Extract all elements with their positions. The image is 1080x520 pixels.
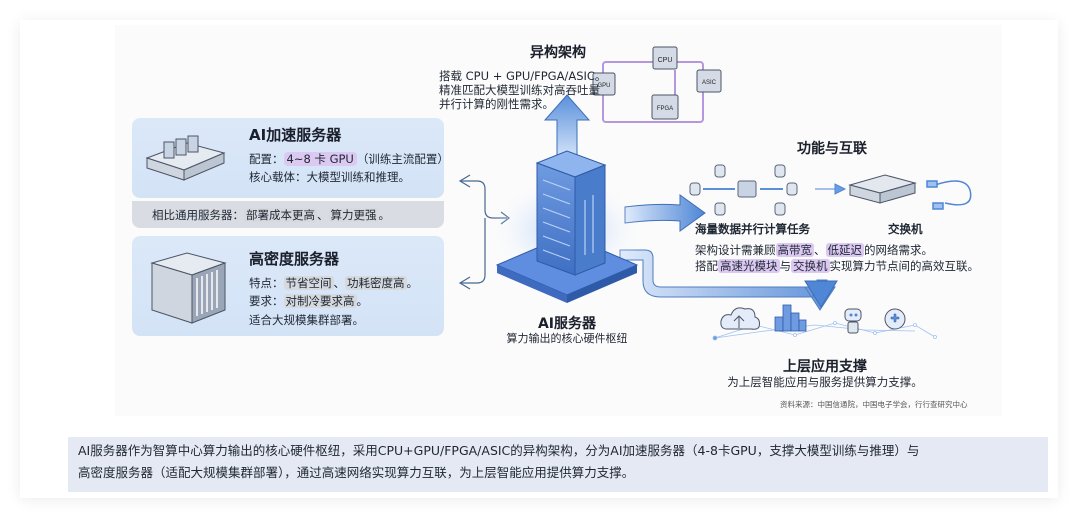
ai-server-diagram: CPU GPU ASIC FPGA <box>115 25 1002 416</box>
compare-label: 相比通用服务器： <box>152 208 244 222</box>
apps-title: 上层应用支撑 <box>783 359 867 375</box>
apps-subtitle: 为上层智能应用与服务提供算力支撑。 <box>727 375 923 389</box>
hetero-title: 异构架构 <box>530 45 586 61</box>
compare-sep: 、 <box>317 208 329 222</box>
ai-accel-carrier: 核心载体：大模型训练和推理。 <box>249 169 410 185</box>
switch-label: 交换机 <box>888 222 923 236</box>
line2-mid: 与 <box>779 259 792 273</box>
hetero-desc-line: 搭载 CPU + GPU/FPGA/ASIC。 <box>439 69 607 83</box>
line1-post: 的网络需求。 <box>864 243 933 257</box>
caption-line: 高密度服务器（适配大规模集群部署），通过高速网络实现算力互联，为上层智能应用提供… <box>78 465 635 480</box>
network-switch-icon <box>848 174 917 204</box>
gpu-server-icon <box>145 135 226 181</box>
chip-fpga-label: FPGA <box>657 106 673 112</box>
chip-cpu-label: CPU <box>658 57 673 64</box>
medical-plus-icon <box>884 308 906 330</box>
config-note: （训练主流配置） <box>356 152 449 166</box>
high-density-fit: 适合大规模集群部署。 <box>249 313 364 327</box>
line1-sep: 、 <box>814 243 826 257</box>
config-label: 配置： <box>249 152 284 166</box>
high-density-title: 高密度服务器 <box>249 250 340 268</box>
parallel-label: 海量数据并行计算任务 <box>695 222 810 236</box>
figure-caption: AI服务器作为智算中心算力输出的核心硬件枢纽，采用CPU+GPU/FPGA/AS… <box>68 437 1048 492</box>
chip-gpu-label: GPU <box>597 83 610 89</box>
compare-text: 相比通用服务器：部署成本更高、算力更强。 <box>152 207 390 223</box>
ai-accel-server-box: AI加速服务器 配置：4~8 卡 GPU（训练主流配置） 核心载体：大模型训练和… <box>132 118 449 198</box>
parallel-data-flow-icon <box>689 164 847 216</box>
center-subtitle: 算力输出的核心硬件枢纽 <box>506 332 628 345</box>
caption-line: AI服务器作为智算中心算力输出的核心硬件枢纽，采用CPU+GPU/FPGA/AS… <box>78 443 920 458</box>
source-note: 资料来源：中国信通院，中国电子学会，行行查研究中心 <box>780 400 968 409</box>
compare-b: 算力更强 <box>328 208 379 222</box>
ai-server-tower-icon <box>487 150 647 303</box>
feature-end: 。 <box>406 276 419 290</box>
interconnect-line2: 搭配高速光模块与交换机实现算力节点间的高效互联。 <box>695 259 979 273</box>
config-value: 4~8 卡 GPU <box>283 152 357 166</box>
hetero-desc-line: 精准匹配大模型训练对高吞吐量 <box>439 83 600 97</box>
line2-post: 实现算力节点间的高效互联。 <box>829 259 980 273</box>
high-density-feature: 特点：节省空间、功耗密度高。 <box>249 275 418 291</box>
interconnect-line1: 架构设计需兼顾高带宽、低延迟的网络需求。 <box>695 243 933 257</box>
req-label: 要求： <box>249 294 284 308</box>
chip-cluster-icon: CPU GPU ASIC FPGA <box>592 46 722 123</box>
feature-a: 节省空间 <box>283 276 334 290</box>
line2-pre: 搭配 <box>695 259 718 273</box>
rack-server-icon <box>150 252 227 324</box>
robot-icon <box>844 308 862 334</box>
ai-accel-config: 配置：4~8 卡 GPU（训练主流配置） <box>249 151 449 167</box>
arrow-elbow-to-apps <box>619 249 838 311</box>
high-density-req: 要求：对制冷要求高。 <box>249 293 368 309</box>
compare-end: 。 <box>378 208 391 222</box>
carrier-label: 核心载体： <box>249 170 307 184</box>
ai-accel-title: AI加速服务器 <box>249 126 342 144</box>
req-value: 对制冷要求高 <box>283 294 357 308</box>
smart-city-icon <box>774 304 807 332</box>
feature-sep: 、 <box>333 276 346 290</box>
high-density-server-box: 高密度服务器 特点：节省空间、功耗密度高。 要求：对制冷要求高。 适合大规模集群… <box>132 236 444 336</box>
line1-hl1: 高带宽 <box>775 243 814 257</box>
cloud-upload-icon <box>720 307 760 330</box>
line2-hl2: 交换机 <box>791 259 830 273</box>
hetero-desc: 搭载 CPU + GPU/FPGA/ASIC。 精准匹配大模型训练对高吞吐量 并… <box>439 69 606 111</box>
interconnect-title: 功能与互联 <box>797 141 867 157</box>
line2-hl1: 高速光模块 <box>718 259 780 273</box>
carrier-value: 大模型训练和推理。 <box>306 170 411 184</box>
feature-b: 功耗密度高 <box>345 276 407 290</box>
req-end: 。 <box>356 294 369 308</box>
optical-cable-icon <box>926 180 972 210</box>
line1-pre: 架构设计需兼顾 <box>695 243 776 257</box>
feature-label: 特点： <box>249 276 284 290</box>
diagram-graphics: CPU GPU ASIC FPGA <box>458 46 972 341</box>
hetero-desc-line: 并行计算的刚性需求。 <box>439 97 554 111</box>
chip-asic-label: ASIC <box>702 80 717 86</box>
center-title: AI服务器 <box>537 316 597 332</box>
line1-hl2: 低延迟 <box>825 243 864 257</box>
compare-a: 部署成本更高 <box>244 208 317 222</box>
compare-bar: 相比通用服务器：部署成本更高、算力更强。 <box>132 201 444 228</box>
